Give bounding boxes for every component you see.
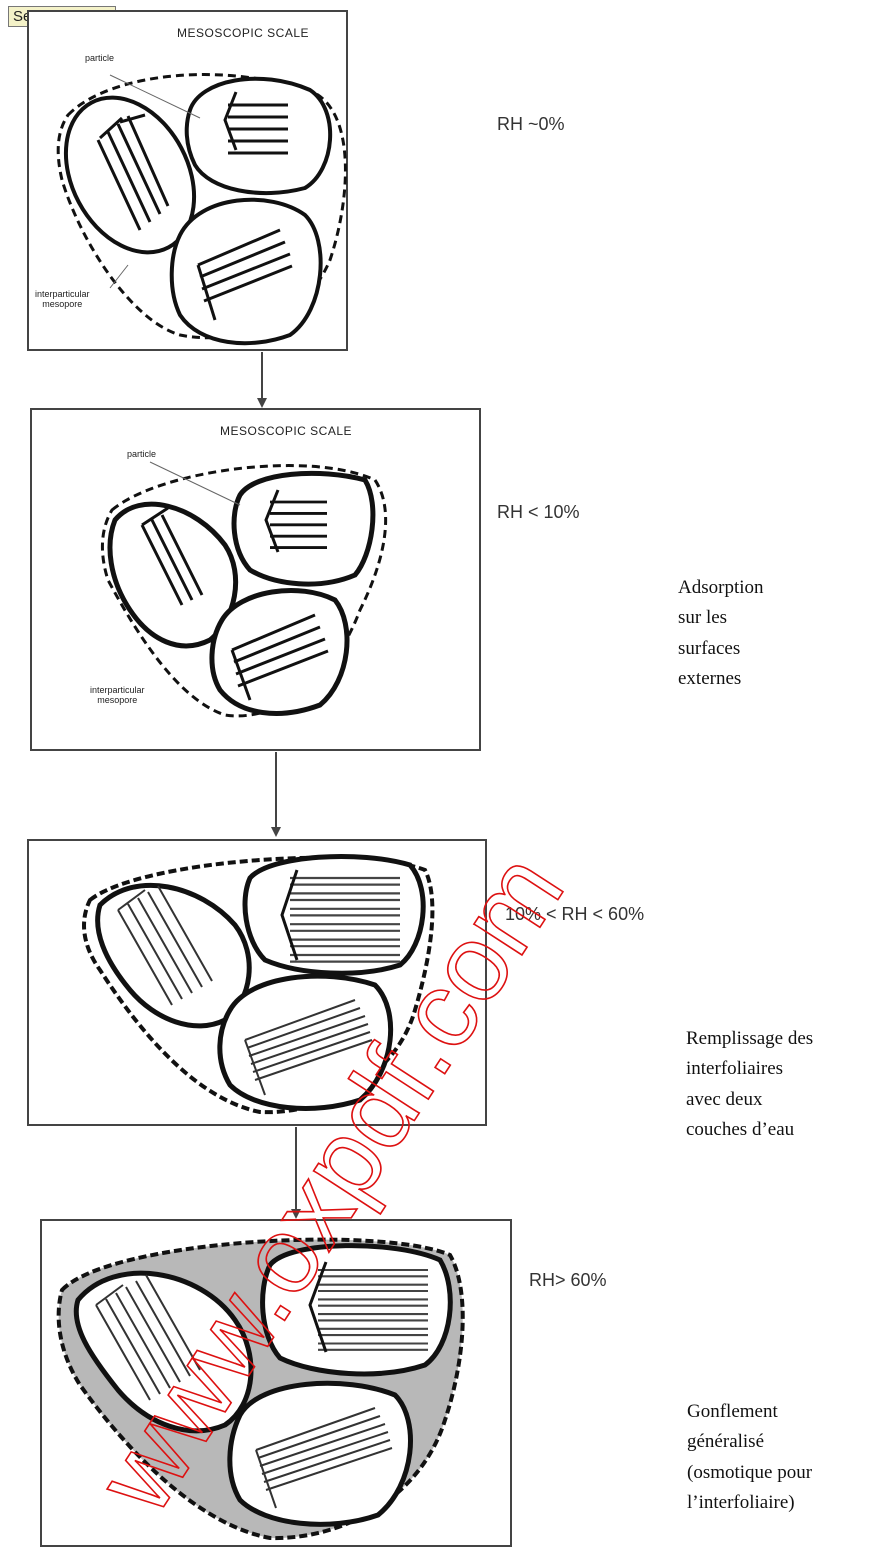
panel3-assembly — [84, 856, 432, 1112]
panel4-assembly — [59, 1240, 463, 1538]
panel2-assembly — [102, 462, 385, 716]
panel1-assembly — [40, 75, 345, 344]
particle-top — [187, 79, 330, 193]
